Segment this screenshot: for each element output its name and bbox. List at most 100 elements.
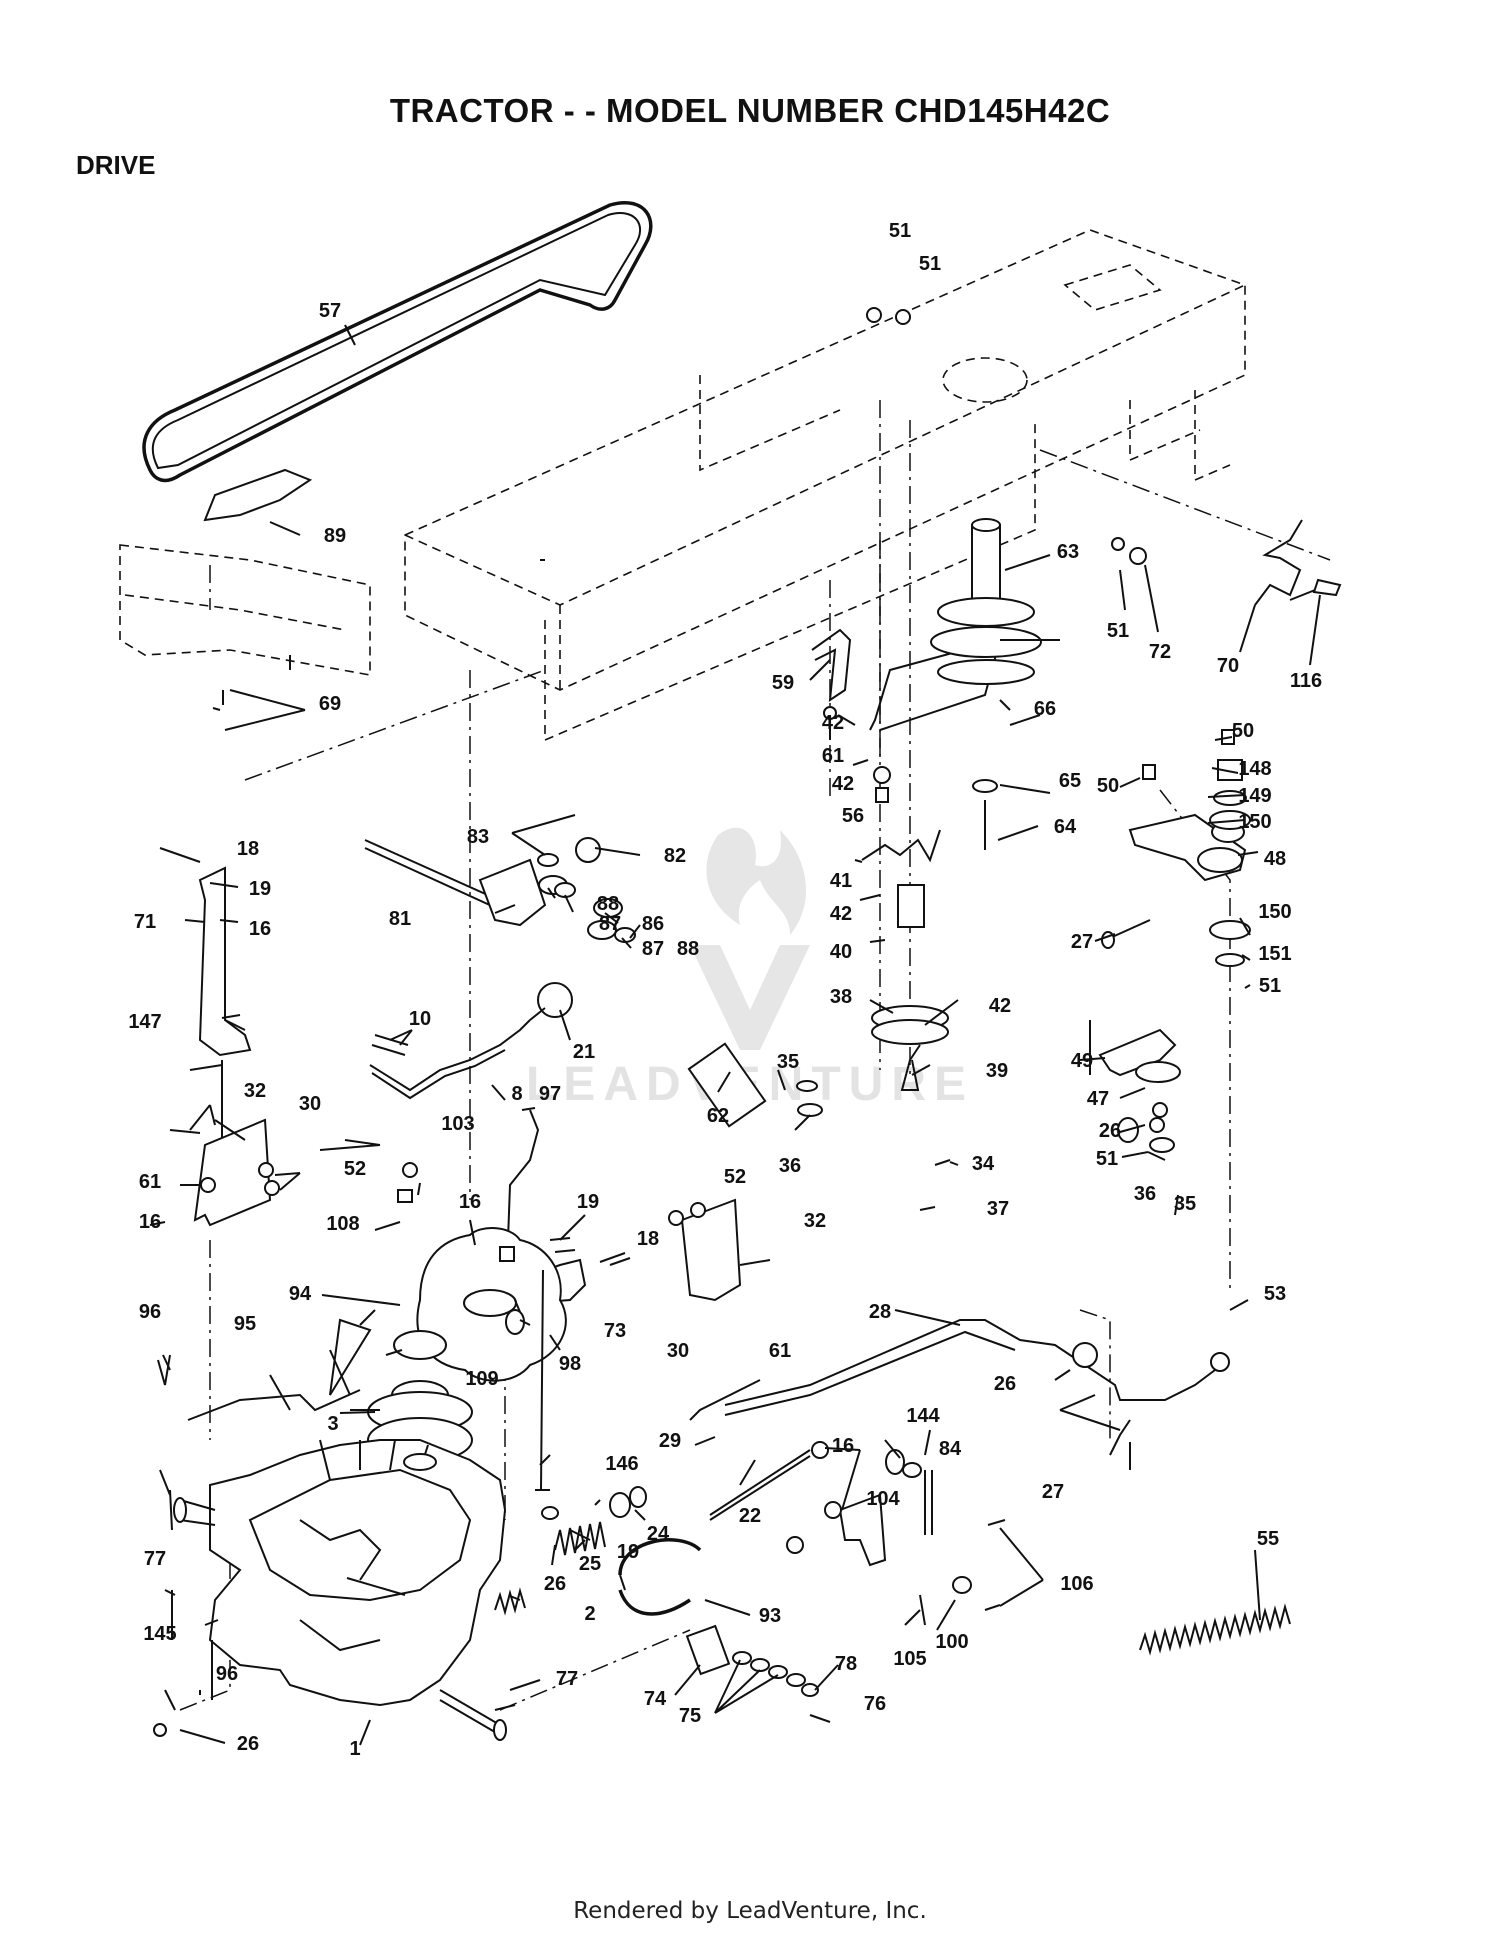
- callout-96: 96: [139, 1301, 161, 1323]
- page-title: TRACTOR - - MODEL NUMBER CHD145H42C: [389, 92, 1111, 129]
- callout-145: 145: [143, 1623, 176, 1645]
- clutch-bracket: [811, 628, 852, 703]
- double-pulley: [930, 518, 1042, 685]
- callout-52: 52: [724, 1166, 746, 1188]
- callout-52: 52: [344, 1158, 366, 1180]
- leader-lines: [149, 324, 1321, 1746]
- hose: [618, 1538, 702, 1616]
- callout-72: 72: [1149, 641, 1171, 663]
- callout-32: 32: [244, 1080, 266, 1102]
- callout-8: 8: [511, 1083, 522, 1105]
- callout-70: 70: [1217, 655, 1239, 677]
- callout-30: 30: [299, 1093, 321, 1115]
- callout-36: 36: [1134, 1183, 1156, 1205]
- callout-28: 28: [869, 1301, 891, 1323]
- callout-50: 50: [1232, 720, 1254, 742]
- callout-95: 95: [234, 1313, 256, 1335]
- callout-16: 16: [139, 1211, 161, 1233]
- callout-30: 30: [667, 1340, 689, 1362]
- callout-147: 147: [128, 1011, 161, 1033]
- mounting-plate-right: [680, 1198, 742, 1302]
- callout-105: 105: [893, 1648, 926, 1670]
- callout-88: 88: [677, 938, 699, 960]
- callout-48: 48: [1264, 848, 1286, 870]
- callout-35: 35: [777, 1051, 799, 1073]
- callout-42: 42: [832, 773, 854, 795]
- callout-96: 96: [216, 1663, 238, 1685]
- callout-64: 64: [1054, 816, 1077, 838]
- spring-25: [554, 1521, 606, 1556]
- callout-25: 25: [579, 1553, 601, 1575]
- brake-bracket: [838, 1493, 887, 1567]
- callout-51: 51: [889, 220, 911, 242]
- callout-77: 77: [144, 1548, 166, 1570]
- callout-83: 83: [467, 826, 489, 848]
- spring-55: [1139, 1603, 1291, 1656]
- callout-66: 66: [1034, 698, 1056, 720]
- callout-106: 106: [1060, 1573, 1093, 1595]
- callout-116: 116: [1290, 670, 1322, 692]
- callout-59: 59: [772, 672, 794, 694]
- callout-51: 51: [1259, 975, 1281, 997]
- callout-61: 61: [769, 1340, 791, 1362]
- callout-16: 16: [832, 1435, 854, 1457]
- mounting-bracket-left: [198, 866, 252, 1057]
- callout-32: 32: [804, 1210, 826, 1232]
- callout-40: 40: [830, 941, 852, 963]
- callout-57: 57: [319, 300, 341, 322]
- callout-97: 97: [539, 1083, 561, 1105]
- section-label: DRIVE: [76, 150, 156, 180]
- drive-belt: [142, 201, 653, 483]
- callout-27: 27: [1071, 931, 1093, 953]
- callout-69: 69: [319, 693, 341, 715]
- callout-39: 39: [986, 1060, 1008, 1082]
- callout-42: 42: [830, 903, 852, 925]
- callout-84: 84: [939, 1438, 962, 1460]
- callout-16: 16: [249, 918, 271, 940]
- callout-87: 87: [599, 913, 621, 935]
- shift-lever: [369, 1019, 531, 1100]
- callout-77: 77: [556, 1668, 578, 1690]
- callout-73: 73: [604, 1320, 626, 1342]
- callout-26: 26: [544, 1573, 566, 1595]
- callout-36: 36: [779, 1155, 801, 1177]
- callout-148: 148: [1238, 758, 1271, 780]
- spacer-74: [685, 1624, 731, 1676]
- callouts: 57 89 69 51 51 63 51 72 70 116 59 66 42 …: [128, 220, 1322, 1760]
- callout-61: 61: [822, 745, 844, 767]
- callout-26: 26: [237, 1733, 259, 1755]
- callout-37: 37: [987, 1198, 1009, 1220]
- callout-50: 50: [1097, 775, 1119, 797]
- callout-47: 47: [1087, 1088, 1109, 1110]
- callout-78: 78: [835, 1653, 857, 1675]
- cooling-fan: [416, 1227, 567, 1382]
- callout-93: 93: [759, 1605, 781, 1627]
- callout-81: 81: [389, 908, 411, 930]
- callout-38: 38: [830, 986, 852, 1008]
- callout-86: 86: [642, 913, 664, 935]
- callout-51: 51: [1107, 620, 1129, 642]
- callout-34: 34: [972, 1153, 995, 1175]
- callout-146: 146: [605, 1453, 638, 1475]
- belt-guide: [203, 468, 313, 522]
- callout-65: 65: [1059, 770, 1081, 792]
- callout-19: 19: [617, 1541, 639, 1563]
- callout-19: 19: [249, 878, 271, 900]
- callout-27: 27: [1042, 1481, 1064, 1503]
- callout-49: 49: [1071, 1050, 1093, 1072]
- callout-75: 75: [679, 1705, 701, 1727]
- callout-82: 82: [664, 845, 686, 867]
- callout-109: 109: [465, 1368, 498, 1390]
- callout-61: 61: [139, 1171, 161, 1193]
- callout-88: 88: [597, 893, 619, 915]
- callout-104: 104: [866, 1488, 900, 1510]
- spring-clip: [1254, 519, 1303, 606]
- callout-1: 1: [349, 1738, 360, 1760]
- callout-144: 144: [906, 1405, 940, 1427]
- clutch-rod: [709, 1449, 811, 1516]
- callout-3: 3: [327, 1413, 338, 1435]
- callout-94: 94: [289, 1283, 312, 1305]
- spring-2: [494, 1587, 526, 1616]
- callout-26: 26: [1099, 1120, 1121, 1142]
